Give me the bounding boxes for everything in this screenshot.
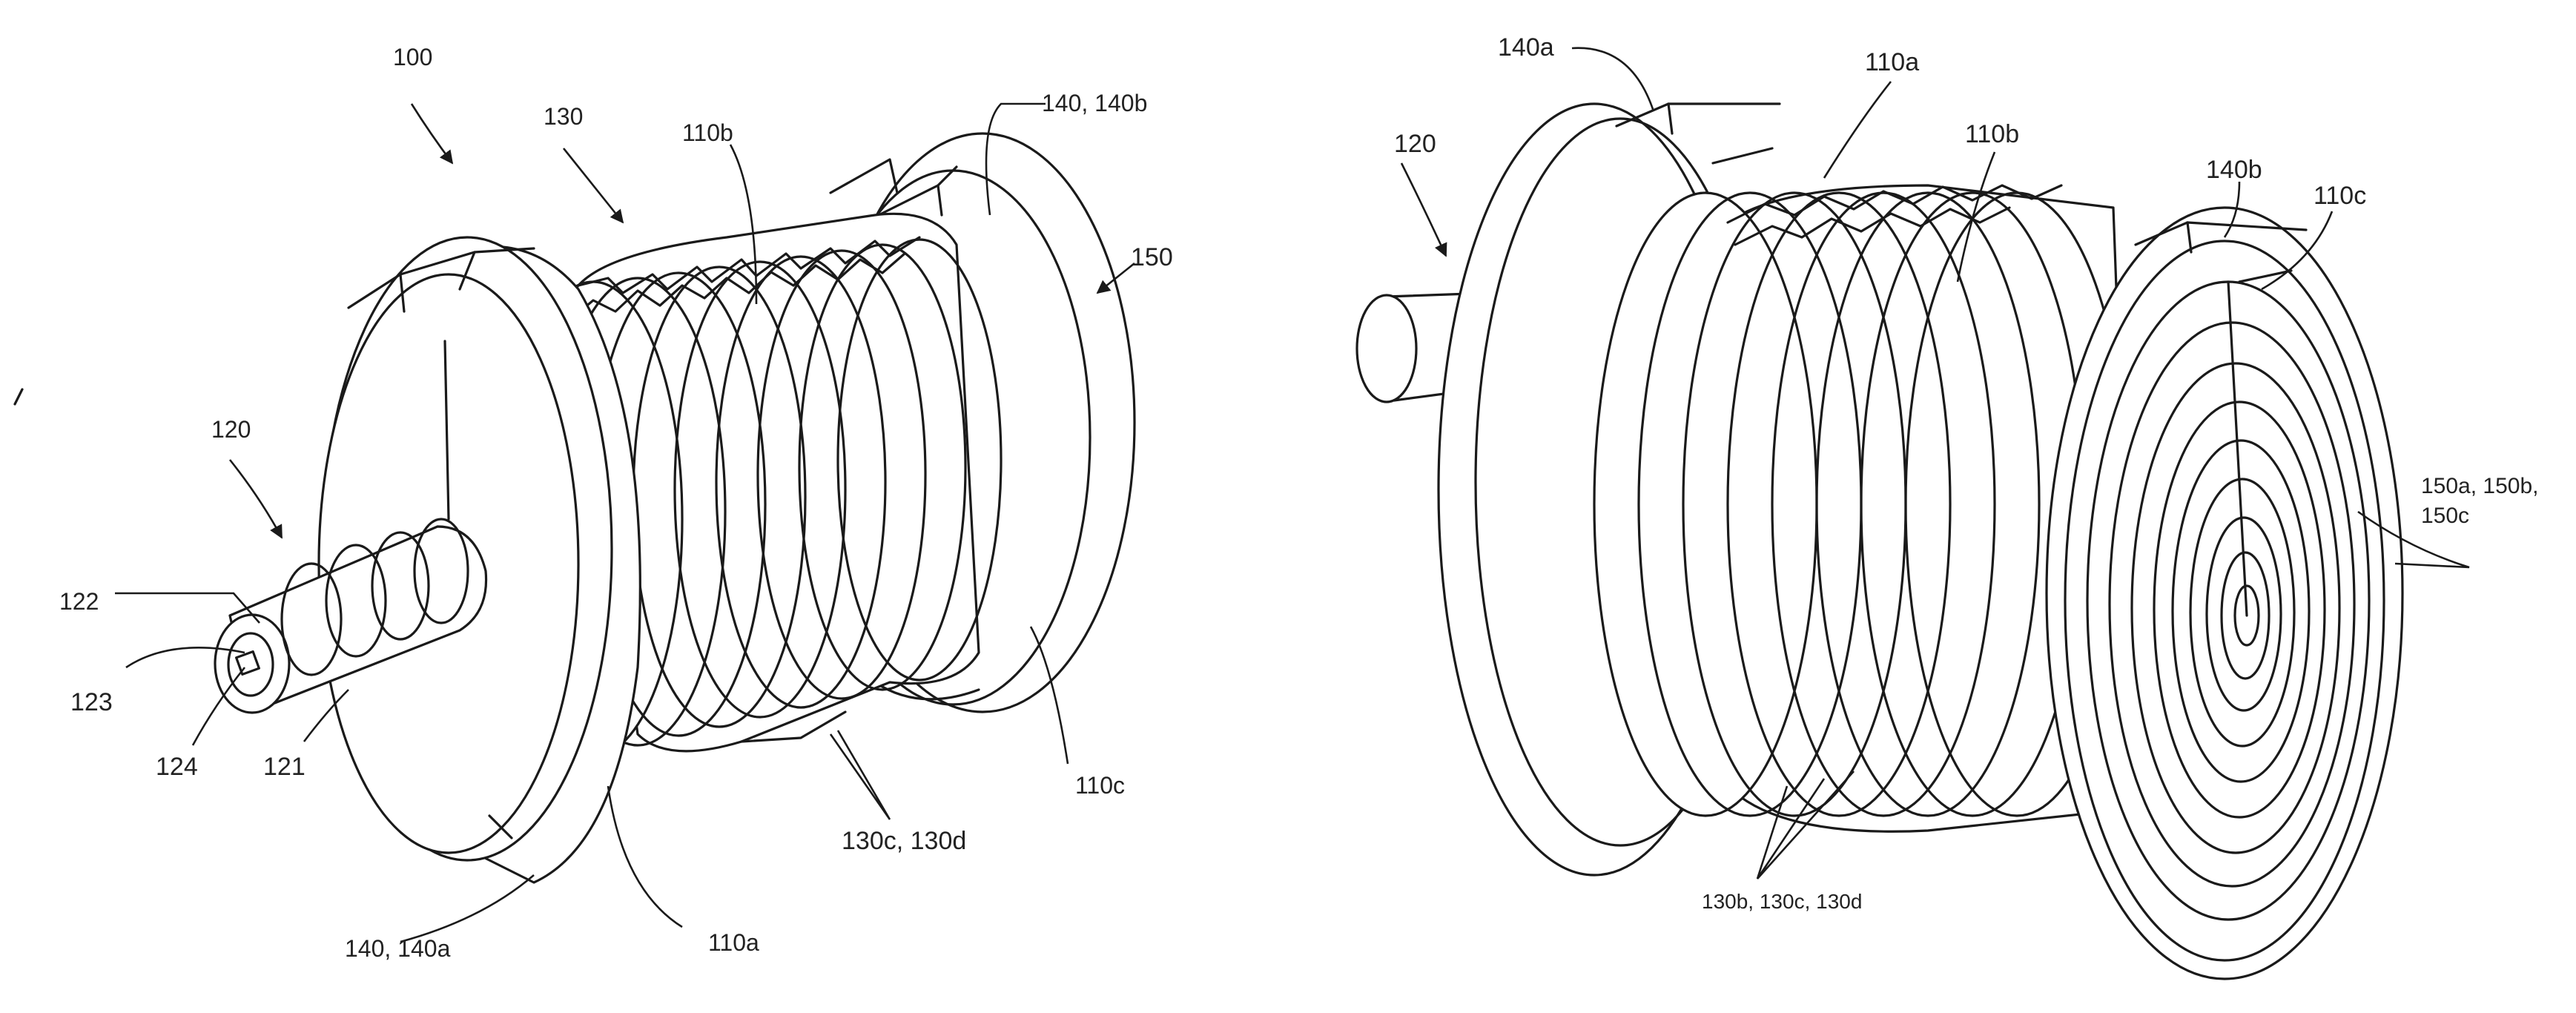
label-122: 122	[59, 588, 99, 615]
label-123: 123	[70, 688, 113, 716]
lead-110c-left	[1029, 626, 1069, 765]
label-120-right: 120	[1394, 130, 1436, 158]
arrow-100	[410, 103, 454, 165]
label-124: 124	[156, 753, 198, 781]
lead-110a-right	[1823, 81, 1892, 179]
arrow-120-left	[228, 459, 283, 539]
lead-110b-right	[1956, 151, 1996, 283]
arrow-130	[562, 148, 624, 224]
lead-130c-130d	[829, 730, 891, 820]
lead-123	[125, 647, 245, 669]
label-140b: 140b	[2206, 156, 2262, 184]
lead-130bcd	[1756, 771, 1855, 880]
right-reel-assembly	[1355, 47, 2470, 980]
label-110c-left: 110c	[1075, 772, 1125, 799]
stray-mark	[13, 388, 24, 406]
label-130: 130	[544, 103, 583, 130]
label-130bcd: 130b, 130c, 130d	[1702, 890, 1862, 913]
label-140-140a: 140, 140a	[345, 935, 451, 962]
lead-110c-right	[2261, 211, 2334, 291]
label-110c-right: 110c	[2314, 182, 2366, 210]
arrow-150	[1096, 262, 1135, 294]
lead-140a	[1571, 47, 1655, 112]
left-reel-assembly	[115, 102, 1136, 943]
spiral-strip	[2086, 280, 2371, 921]
label-110b-right: 110b	[1965, 120, 2019, 148]
lead-110a-left	[607, 785, 683, 928]
label-150: 150	[1131, 243, 1173, 271]
label-140-140b: 140, 140b	[1042, 90, 1147, 116]
lead-122	[115, 592, 260, 624]
lead-150abc	[2357, 510, 2470, 569]
arrow-120-right	[1400, 162, 1447, 257]
label-130c-130d: 130c, 130d	[842, 827, 966, 855]
label-110b-left: 110b	[682, 119, 733, 146]
label-150abc-line2: 150c	[2421, 504, 2469, 528]
lead-140-140a	[400, 874, 535, 943]
rear-flange-140b-right	[2045, 206, 2404, 980]
label-100: 100	[393, 44, 432, 70]
lead-121	[303, 689, 349, 742]
label-121: 121	[263, 753, 306, 781]
label-110a-left: 110a	[708, 929, 759, 956]
label-150abc-line1: 150a, 150b,	[2421, 474, 2538, 498]
lead-110b-left	[729, 144, 758, 305]
lead-140b	[2223, 181, 2241, 238]
label-140a: 140a	[1498, 33, 1554, 62]
winding-drum-right	[1593, 184, 2137, 833]
lead-140-140b	[985, 102, 1046, 216]
label-110a-right: 110a	[1865, 48, 1919, 76]
label-120-left: 120	[211, 416, 251, 443]
lead-124	[191, 667, 246, 746]
reference-labels: 100 130 110b 140, 140b 150 120 122 123 1…	[59, 33, 2538, 962]
